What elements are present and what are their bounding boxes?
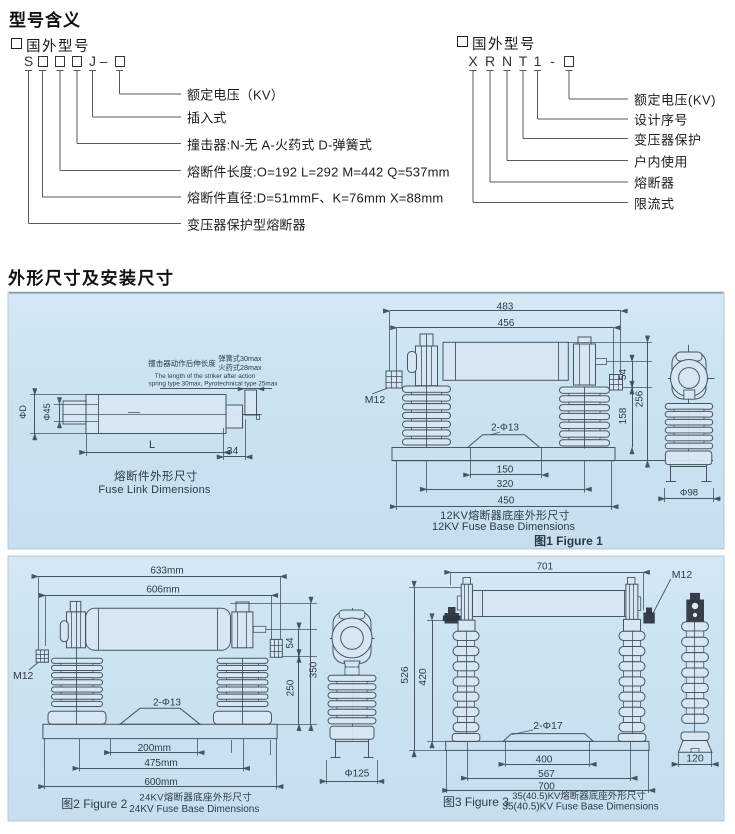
svg-text:撞击器动作后伸长度: 撞击器动作后伸长度 [148, 358, 216, 368]
svg-text:567: 567 [538, 769, 555, 780]
svg-text:弹簧式30max: 弹簧式30max [218, 354, 262, 363]
svg-text:ΦD: ΦD [18, 405, 28, 419]
svg-text:Φ45: Φ45 [42, 403, 52, 420]
svg-text:150: 150 [497, 465, 514, 476]
svg-text:火药式28max: 火药式28max [218, 363, 262, 372]
svg-text:200mm: 200mm [138, 743, 171, 754]
svg-text:The length of the striker afte: The length of the striker after action [155, 373, 256, 380]
svg-text:420: 420 [417, 668, 429, 686]
svg-text:475mm: 475mm [144, 758, 177, 769]
svg-text:35(40.5)KV Fuse Base Dimension: 35(40.5)KV Fuse Base Dimensions [502, 802, 658, 813]
svg-text:450: 450 [498, 496, 515, 507]
svg-text:35(40.5)KV熔断器底座外形尺寸: 35(40.5)KV熔断器底座外形尺寸 [512, 790, 646, 802]
svg-text:250: 250 [286, 679, 297, 696]
svg-text:图2 Figure 2: 图2 Figure 2 [61, 797, 127, 811]
svg-text:34: 34 [227, 445, 239, 457]
svg-text:图3 Figure 3: 图3 Figure 3 [443, 795, 509, 809]
svg-text:526: 526 [399, 666, 411, 684]
svg-text:12KV Fuse Base Dimensions: 12KV Fuse Base Dimensions [432, 521, 576, 533]
svg-text:158: 158 [618, 407, 629, 424]
svg-text:701: 701 [536, 562, 553, 573]
svg-text:2-Φ17: 2-Φ17 [533, 720, 563, 732]
svg-text:2-Φ13: 2-Φ13 [153, 698, 181, 709]
svg-text:256: 256 [635, 390, 646, 407]
svg-text:320: 320 [497, 479, 514, 490]
svg-text:图1 Figure 1: 图1 Figure 1 [534, 534, 603, 548]
svg-text:700: 700 [538, 781, 555, 792]
svg-text:600mm: 600mm [144, 777, 177, 788]
svg-text:24KV Fuse Base Dimensions: 24KV Fuse Base Dimensions [129, 804, 259, 815]
svg-text:24KV熔断器底座外形尺寸: 24KV熔断器底座外形尺寸 [139, 792, 252, 804]
svg-text:350: 350 [309, 661, 320, 678]
svg-text:Φ125: Φ125 [345, 769, 370, 780]
svg-text:12KV熔断器底座外形尺寸: 12KV熔断器底座外形尺寸 [440, 508, 570, 522]
svg-text:M12: M12 [365, 394, 386, 406]
svg-text:633mm: 633mm [150, 566, 183, 577]
svg-text:400: 400 [536, 755, 553, 766]
svg-text:54: 54 [618, 369, 629, 381]
svg-text:483: 483 [497, 302, 514, 313]
svg-text:spring type 30max, Pyrotechnic: spring type 30max, Pyrotechnical type 25… [149, 381, 279, 388]
svg-text:L: L [149, 439, 155, 451]
svg-text:熔断件外形尺寸: 熔断件外形尺寸 [114, 469, 198, 483]
svg-text:M12: M12 [672, 569, 693, 581]
svg-text:120: 120 [686, 753, 704, 765]
svg-text:456: 456 [498, 318, 515, 329]
svg-text:M12: M12 [13, 670, 34, 682]
svg-text:2-Φ13: 2-Φ13 [491, 423, 519, 434]
svg-text:Φ98: Φ98 [680, 488, 698, 499]
svg-text:606mm: 606mm [146, 585, 179, 596]
svg-text:Fuse Link Dimensions: Fuse Link Dimensions [98, 484, 211, 496]
svg-text:54: 54 [285, 637, 296, 649]
